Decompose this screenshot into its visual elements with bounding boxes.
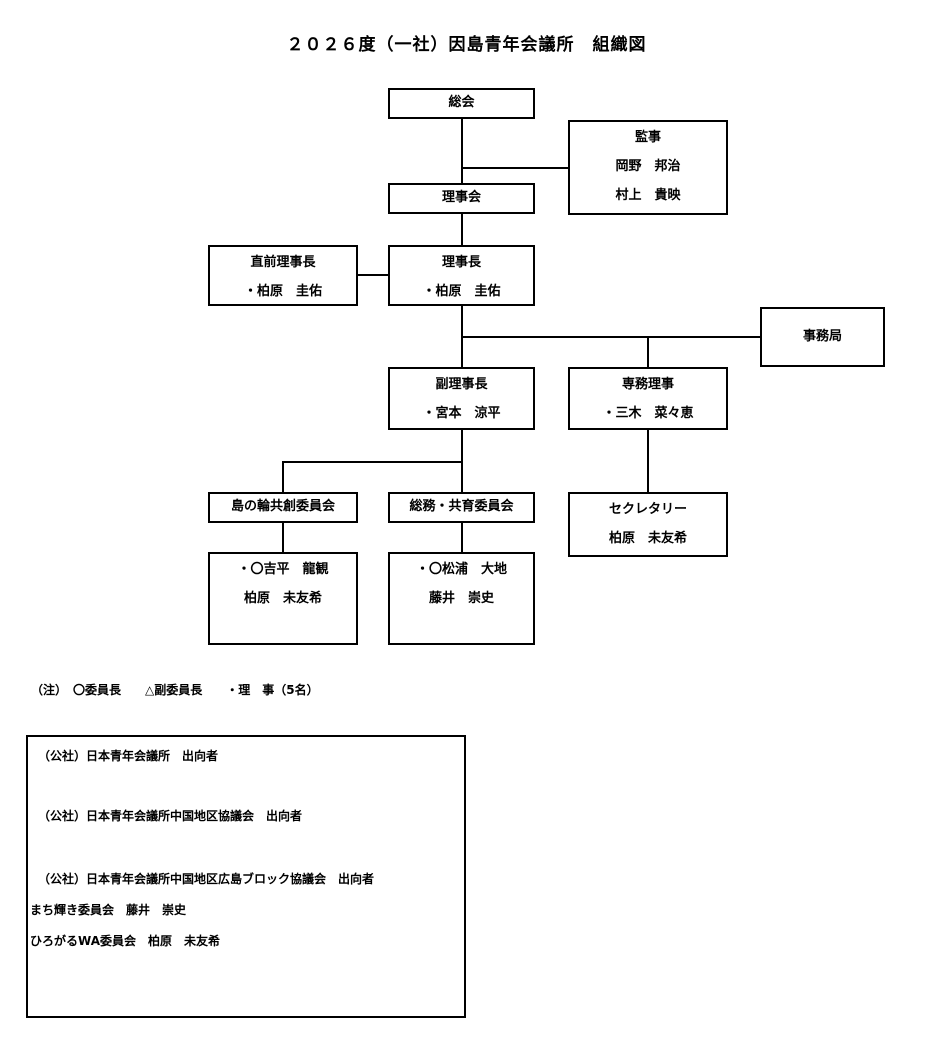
page-title: ２０２６度（一社）因島青年会議所 組織図 — [286, 35, 647, 55]
node-president-label: 理事長 — [441, 255, 481, 270]
node-general-assembly[interactable]: 総会 — [388, 88, 535, 119]
node-board-label: 理事会 — [441, 190, 481, 206]
dispatch-line-2: （公社）日本青年会議所中国地区協議会 出向者 — [38, 809, 303, 823]
node-vice-president-member-1: ・宮本 涼平 — [422, 405, 501, 421]
node-committee-island-label: 島の輪共創委員会 — [230, 499, 335, 515]
node-committee-general-member-1: ・〇松浦 大地 — [415, 562, 507, 577]
dispatch-line-5: ひろがるWA委員会 柏原 未友希 — [30, 934, 220, 948]
node-auditors[interactable]: 監事 岡野 邦治 村上 貴映 — [568, 120, 728, 215]
connector-committee-bus — [282, 461, 463, 463]
node-committee-general-label: 総務・共育委員会 — [409, 499, 514, 515]
node-immediate-past-president[interactable]: 直前理事長 ・柏原 圭佑 — [208, 245, 358, 306]
node-executive-director[interactable]: 専務理事 ・三木 菜々恵 — [568, 367, 728, 430]
legend-note: （注） 〇委員長 △副委員長 ・理 事（5名） — [31, 683, 319, 697]
connector-secretary-stem — [647, 430, 649, 492]
connector-past-president — [358, 274, 388, 276]
dispatch-box — [26, 735, 466, 1018]
connector-vice-president-stem — [461, 336, 463, 367]
node-committee-island-members[interactable]: ・〇吉平 龍観 柏原 未友希 — [208, 552, 358, 645]
node-president-member-1: ・柏原 圭佑 — [422, 283, 501, 299]
node-board[interactable]: 理事会 — [388, 183, 535, 214]
node-executive-director-label: 専務理事 — [621, 377, 674, 392]
connector-president-down — [461, 305, 463, 337]
node-auditors-label: 監事 — [634, 130, 661, 145]
node-auditors-member-2: 村上 貴映 — [615, 187, 681, 203]
node-executive-director-member-1: ・三木 菜々恵 — [602, 405, 694, 421]
node-immediate-past-president-member-1: ・柏原 圭佑 — [243, 283, 322, 299]
node-immediate-past-president-label: 直前理事長 — [250, 255, 316, 270]
connector-island-members-stem — [282, 522, 284, 552]
node-committee-general-member-2: 藤井 崇史 — [428, 590, 494, 606]
node-committee-island-member-2: 柏原 未友希 — [243, 590, 322, 606]
node-vice-president[interactable]: 副理事長 ・宮本 涼平 — [388, 367, 535, 430]
connector-board-president — [461, 213, 463, 245]
dispatch-line-4: まち輝き委員会 藤井 崇史 — [30, 903, 187, 917]
node-auditors-member-1: 岡野 邦治 — [615, 158, 681, 174]
node-vice-president-label: 副理事長 — [435, 377, 488, 392]
node-secretary-label: セクレタリー — [608, 502, 687, 517]
node-committee-general-members[interactable]: ・〇松浦 大地 藤井 崇史 — [388, 552, 535, 645]
dispatch-line-3: （公社）日本青年会議所中国地区広島ブロック協議会 出向者 — [38, 872, 375, 886]
connector-general-members-stem — [461, 522, 463, 552]
connector-vice-president-down — [461, 430, 463, 462]
node-committee-general[interactable]: 総務・共育委員会 — [388, 492, 535, 523]
node-secretary-member-1: 柏原 未友希 — [608, 530, 687, 546]
node-secretary[interactable]: セクレタリー 柏原 未友希 — [568, 492, 728, 557]
dispatch-line-1: （公社）日本青年会議所 出向者 — [38, 749, 219, 763]
node-president[interactable]: 理事長 ・柏原 圭佑 — [388, 245, 535, 306]
node-committee-island[interactable]: 島の輪共創委員会 — [208, 492, 358, 523]
connector-committee-island-stem — [282, 461, 284, 492]
connector-board-auditors — [461, 167, 568, 169]
node-secretariat-label: 事務局 — [802, 328, 842, 344]
connector-executive-director-stem — [647, 336, 649, 367]
node-committee-island-member-1: ・〇吉平 龍観 — [237, 562, 329, 577]
connector-president-bus — [461, 336, 760, 338]
connector-committee-general-stem — [461, 461, 463, 492]
node-secretariat[interactable]: 事務局 — [760, 307, 885, 367]
node-general-assembly-label: 総会 — [448, 95, 475, 111]
connector-assembly-board — [461, 118, 463, 183]
